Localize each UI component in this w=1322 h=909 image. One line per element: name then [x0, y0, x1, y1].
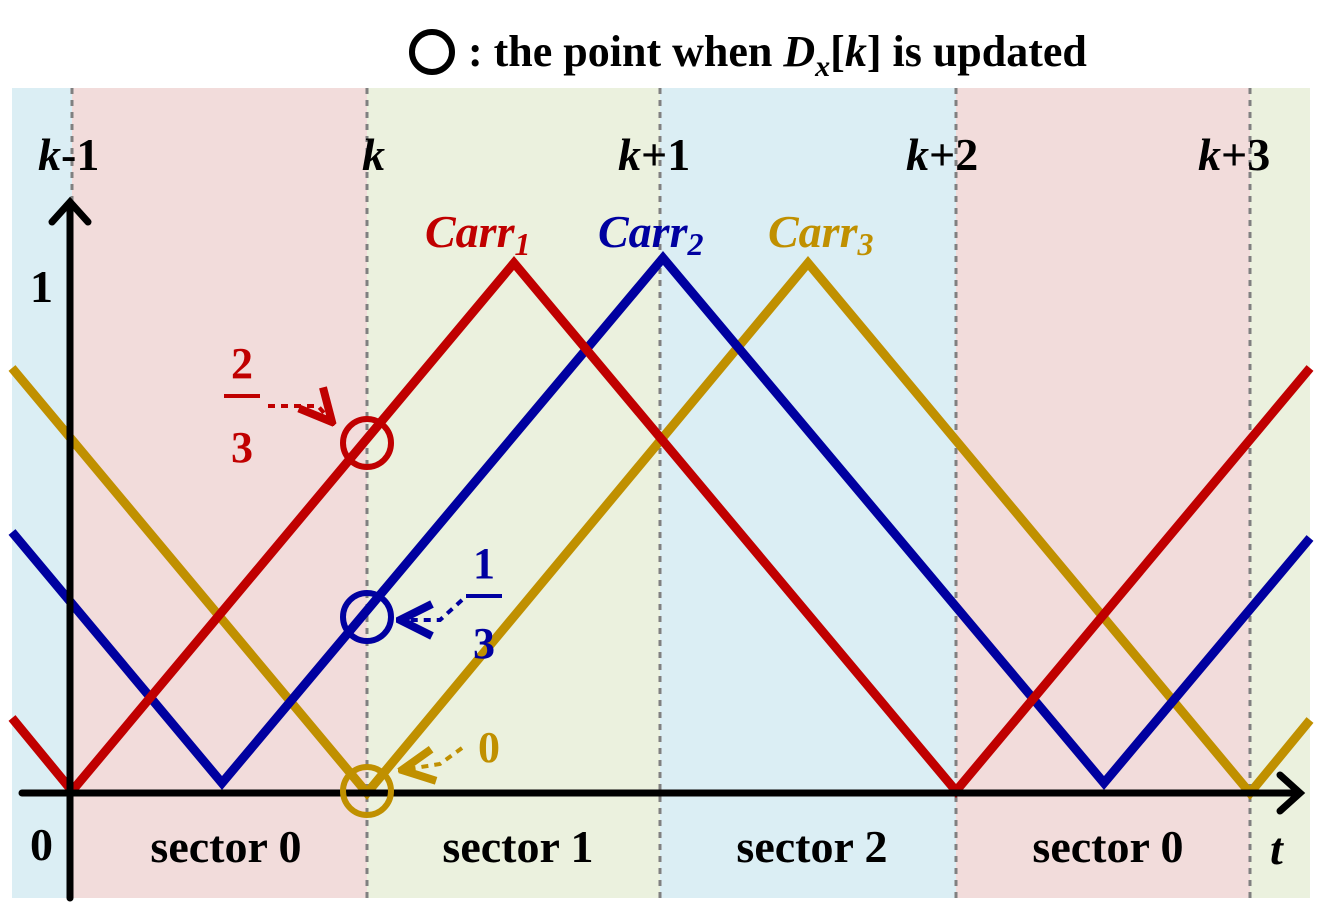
origin-label: 0 — [30, 819, 53, 870]
sector-label: sector 1 — [442, 821, 593, 872]
axes — [18, 196, 1306, 902]
amber-zero-label: 0 — [478, 723, 500, 772]
legend: : the point when Dx[k] is updated — [409, 27, 1087, 83]
legend-suffix: is updated — [881, 27, 1086, 76]
blue-pointer-arrow — [400, 598, 464, 620]
blue-denominator: 3 — [473, 619, 495, 668]
carrier-waveforms — [8, 251, 1314, 801]
amber-pointer-arrow — [402, 748, 464, 770]
legend-text: : the point when Dx[k] is updated — [468, 27, 1087, 83]
sector-label: sector 2 — [736, 821, 887, 872]
y-axis-one-label: 1 — [30, 261, 53, 312]
legend-circle-icon — [409, 29, 455, 75]
time-label-k+3: k+3 — [1198, 129, 1270, 180]
legend-index: k — [845, 27, 867, 76]
time-label-k+2: k+2 — [906, 129, 978, 180]
pointer-arrows — [268, 406, 464, 770]
annotation-blue: 1 3 — [466, 539, 502, 668]
x-axis-label: t — [1270, 823, 1284, 874]
update-point-amber — [340, 764, 394, 818]
carrier-label-2: Carr2 — [598, 206, 703, 262]
annotation-red: 2 3 — [224, 339, 260, 472]
sector-labels: sector 0 sector 1 sector 2 sector 0 — [150, 821, 1183, 872]
red-denominator: 3 — [231, 423, 253, 472]
legend-var-main: D — [782, 27, 815, 76]
y-axis-arrow-icon — [48, 196, 92, 226]
sector-label: sector 0 — [1032, 821, 1183, 872]
x-axis-arrow-icon — [1276, 771, 1306, 815]
legend-bracket-close: ] — [867, 27, 882, 76]
blue-numerator: 1 — [473, 539, 495, 588]
carrier-3-wave — [8, 255, 1314, 801]
carrier-label-1: Carr1 — [425, 206, 530, 262]
legend-var-sub: x — [814, 50, 830, 83]
carrier-1-wave — [8, 255, 1314, 799]
legend-bracket-open: [ — [830, 27, 845, 76]
red-numerator: 2 — [231, 339, 253, 388]
band-blue-left — [12, 88, 72, 898]
carrier-label-3: Carr3 — [768, 206, 873, 262]
time-label-k: k — [362, 129, 385, 180]
update-points — [340, 416, 394, 818]
time-labels: k-1 k k+1 k+2 k+3 — [38, 129, 1270, 180]
update-point-red — [340, 416, 394, 470]
carrier-labels: Carr1 Carr2 Carr3 — [425, 206, 873, 262]
update-point-blue — [340, 590, 394, 644]
time-label-k-1: k-1 — [38, 129, 99, 180]
red-pointer-arrow — [268, 406, 332, 422]
legend-prefix: : the point when — [468, 27, 783, 76]
sector-label: sector 0 — [150, 821, 301, 872]
time-label-k+1: k+1 — [618, 129, 690, 180]
